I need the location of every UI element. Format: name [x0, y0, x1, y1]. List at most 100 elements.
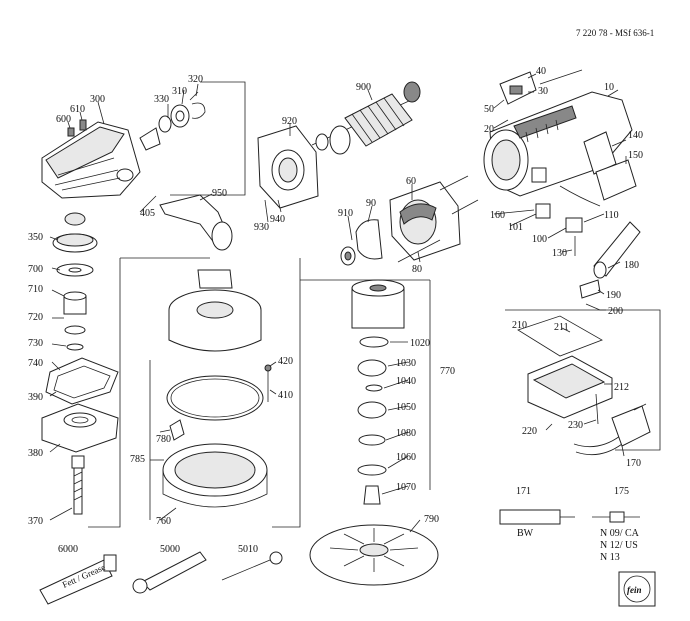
- label-1070: 1070: [396, 482, 416, 493]
- label-790: 790: [424, 514, 439, 525]
- label-160: 160: [490, 210, 505, 221]
- label-600: 600: [56, 114, 71, 125]
- spanner: [132, 551, 207, 594]
- label-60: 60: [406, 176, 416, 187]
- gear-ring-stack: [52, 212, 98, 351]
- label-101: 101: [508, 222, 523, 233]
- eccentric-housing: [162, 269, 268, 508]
- label-50: 50: [484, 104, 494, 115]
- label-212: 212: [614, 382, 629, 393]
- label-320: 320: [188, 74, 203, 85]
- logo-text: fein: [627, 585, 642, 595]
- label-920: 920: [282, 116, 297, 127]
- label-40: 40: [536, 66, 546, 77]
- label-390: 390: [28, 392, 43, 403]
- group-brackets: [88, 81, 661, 528]
- label-405: 405: [140, 208, 155, 219]
- label-175: 175: [614, 486, 629, 497]
- label-80: 80: [412, 264, 422, 275]
- label-230: 230: [568, 420, 583, 431]
- label-930: 930: [254, 222, 269, 233]
- label-5010: 5010: [238, 544, 258, 555]
- label-30: 30: [538, 86, 548, 97]
- label-190: 190: [606, 290, 621, 301]
- electronic-module: [559, 131, 637, 207]
- bearing-stack: [351, 279, 405, 505]
- pin-wrench: [221, 551, 283, 581]
- logo-box: [618, 571, 656, 607]
- label-20: 20: [484, 124, 494, 135]
- label-700: 700: [28, 264, 43, 275]
- spindle: [71, 455, 85, 515]
- variant-label-3: N 13: [600, 552, 620, 563]
- label-330: 330: [154, 94, 169, 105]
- bevel-gear-group: [139, 91, 206, 151]
- label-350: 350: [28, 232, 43, 243]
- leader-lines: [49, 73, 627, 533]
- label-140: 140: [628, 130, 643, 141]
- label-150: 150: [628, 150, 643, 161]
- label-910: 910: [338, 208, 353, 219]
- label-220: 220: [522, 426, 537, 437]
- label-1020: 1020: [410, 338, 430, 349]
- label-100: 100: [532, 234, 547, 245]
- label-210: 210: [512, 320, 527, 331]
- side-handle: [159, 194, 233, 251]
- screws-600-610: [67, 119, 87, 137]
- label-760: 760: [156, 516, 171, 527]
- grease-tube: [39, 554, 117, 605]
- label-780: 780: [156, 434, 171, 445]
- label-1040: 1040: [396, 376, 416, 387]
- field-stator: [389, 175, 479, 261]
- label-420: 420: [278, 356, 293, 367]
- bw-module: [499, 509, 575, 525]
- clamp-780: [169, 419, 185, 441]
- label-370: 370: [28, 516, 43, 527]
- label-110: 110: [604, 210, 619, 221]
- label-310: 310: [172, 86, 187, 97]
- bw-label: BW: [517, 528, 534, 539]
- sanding-pad: [309, 524, 439, 586]
- label-10: 10: [604, 82, 614, 93]
- label-380: 380: [28, 448, 43, 459]
- gear-head-housing: [41, 121, 141, 199]
- brush-holder-ring: [340, 219, 383, 266]
- label-950: 950: [212, 188, 227, 199]
- label-200: 200: [608, 306, 623, 317]
- motor-housing: [483, 91, 633, 197]
- brush-holders: [535, 203, 583, 256]
- switch-slider: [499, 69, 583, 105]
- label-940: 940: [270, 214, 285, 225]
- label-610: 610: [70, 104, 85, 115]
- washer-420: [264, 364, 272, 372]
- label-740: 740: [28, 358, 43, 369]
- label-6000: 6000: [58, 544, 78, 555]
- motor-flange: [257, 125, 319, 223]
- cable-clamp: [579, 279, 601, 311]
- label-90: 90: [366, 198, 376, 209]
- variant-label-1: N 09/ CA: [600, 528, 640, 539]
- label-770: 770: [440, 366, 455, 377]
- label-300: 300: [90, 94, 105, 105]
- handle-shell: [517, 315, 613, 419]
- label-1030: 1030: [396, 358, 416, 369]
- label-710: 710: [28, 284, 43, 295]
- variant-label-2: N 12/ US: [600, 540, 638, 551]
- armature: [311, 81, 421, 155]
- bearing-flange: [41, 403, 119, 453]
- label-171: 171: [516, 486, 531, 497]
- screw-230: [595, 393, 599, 425]
- label-211: 211: [554, 322, 569, 333]
- label-900: 900: [356, 82, 371, 93]
- label-1050: 1050: [396, 402, 416, 413]
- power-cable: [573, 403, 651, 456]
- cable-guard: [593, 221, 641, 279]
- label-5000: 5000: [160, 544, 180, 555]
- variant-plug: [592, 511, 640, 523]
- label-410: 410: [278, 390, 293, 401]
- label-1080: 1080: [396, 428, 416, 439]
- gasket: [45, 357, 119, 405]
- label-130: 130: [552, 248, 567, 259]
